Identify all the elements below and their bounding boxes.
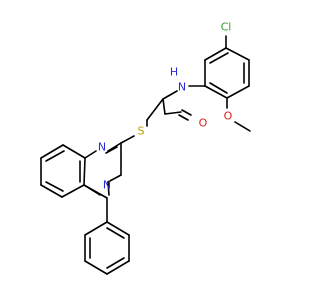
ring-nitrogen-3-label: N: [103, 179, 111, 192]
benzo-ring: [40, 144, 86, 198]
carbonyl-c-o-bond: [181, 109, 192, 116]
ch2-carbonyl-bond: [164, 111, 182, 115]
ring-nitrogen-1-label: N: [98, 141, 106, 154]
ch2-s-bond: [146, 98, 164, 121]
chloromethoxyphenyl-ring: [204, 47, 250, 99]
s-ch2-bond: [120, 135, 135, 144]
amide-hydrogen-label: H: [170, 66, 178, 79]
phenyl-ring: [84, 221, 130, 275]
carbonyl-oxygen-label: O: [199, 117, 208, 130]
chlorine-atom-label: Cl: [221, 21, 232, 34]
n-carbonyl-bond: [162, 90, 178, 100]
pyrimidine-ring: [83, 142, 122, 199]
carbonyl-ch2-bond: [162, 98, 166, 115]
molecule-structure: Cl N H O O S N N: [40, 21, 251, 275]
amide-nitrogen-label: N: [178, 81, 186, 94]
carbonyl-c-o-double: [178, 114, 189, 121]
methoxy-oxygen-label: O: [224, 110, 233, 123]
o-methyl-bond: [234, 121, 251, 132]
molecule-diagram: Cl N H O O S N N: [40, 21, 251, 275]
sulfur-atom-label: S: [138, 125, 145, 138]
